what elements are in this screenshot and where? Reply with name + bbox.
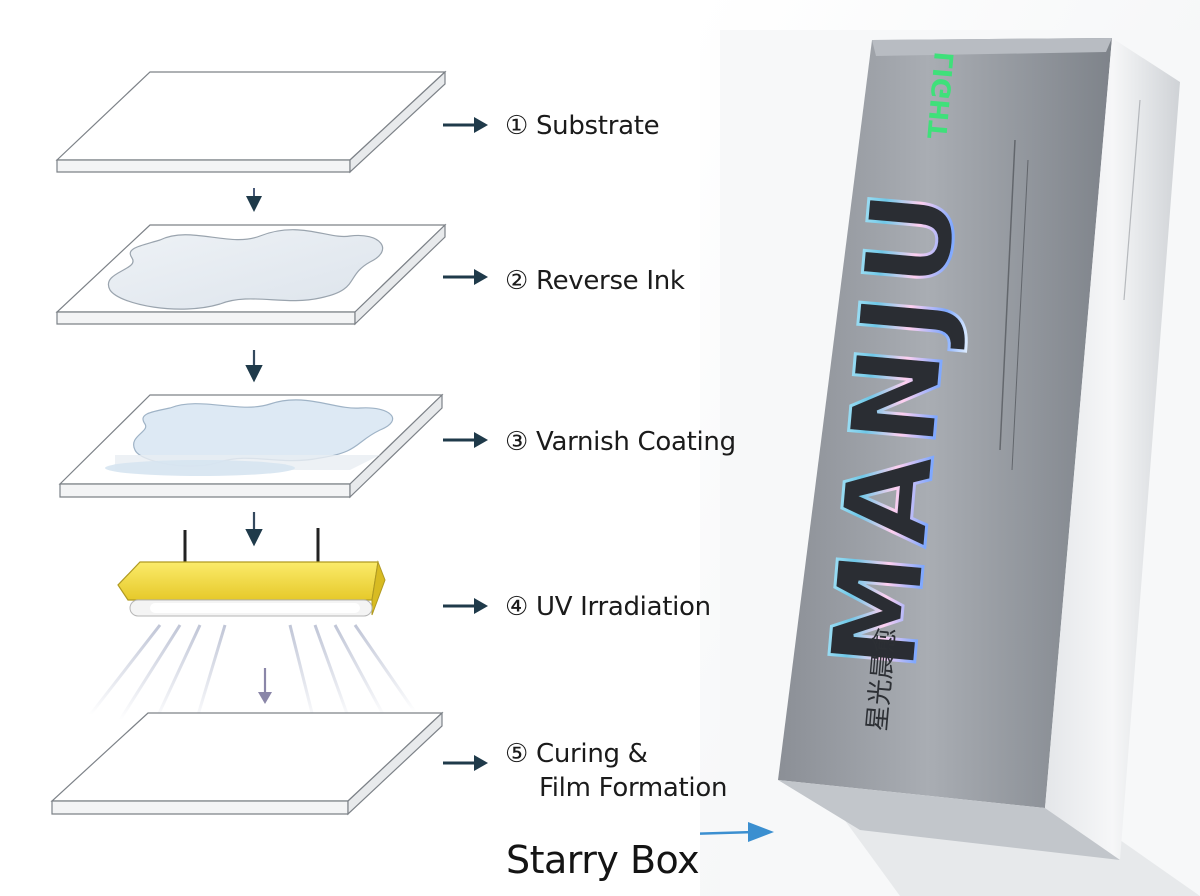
right-arrow-icon bbox=[443, 117, 488, 133]
box-front-face bbox=[778, 38, 1112, 808]
step-label-varnish-coating: ③ Varnish Coating bbox=[505, 425, 736, 459]
reverse-ink-layer bbox=[55, 223, 447, 326]
uv-light-beams bbox=[88, 624, 417, 726]
right-arrow-icon bbox=[443, 432, 488, 448]
cured-film-layer bbox=[50, 711, 444, 816]
substrate-layer bbox=[55, 70, 447, 174]
box-fine-print bbox=[999, 99, 1141, 471]
right-arrow-icon bbox=[443, 269, 488, 285]
right-arrow-icon bbox=[443, 598, 488, 614]
varnish-coating-layer bbox=[58, 393, 444, 499]
product-box-image: MANJU LIGHT 星光晨愈 bbox=[700, 0, 1200, 896]
step-1-text: ① Substrate bbox=[505, 111, 660, 141]
caption-arrow-icon bbox=[700, 822, 774, 842]
step-2-text: ② Reverse Ink bbox=[505, 266, 685, 296]
down-arrow-icon bbox=[258, 668, 272, 704]
step-label-reverse-ink: ② Reverse Ink bbox=[505, 264, 685, 298]
product-caption: Starry Box bbox=[506, 838, 700, 882]
uv-lamp-icon bbox=[117, 528, 386, 617]
step-label-uv-irradiation: ④ UV Irradiation bbox=[505, 590, 711, 624]
step-3-text: ③ Varnish Coating bbox=[505, 427, 736, 457]
step-5-text-line2: Film Formation bbox=[539, 773, 728, 803]
right-arrow-icon bbox=[443, 755, 488, 771]
step-label-substrate: ① Substrate bbox=[505, 109, 660, 143]
step-4-text: ④ UV Irradiation bbox=[505, 592, 711, 622]
step-label-curing: ⑤ Curing & Film Formation bbox=[505, 737, 727, 805]
box-side-face bbox=[1045, 38, 1180, 860]
step-5-text: ⑤ Curing & bbox=[505, 739, 648, 769]
